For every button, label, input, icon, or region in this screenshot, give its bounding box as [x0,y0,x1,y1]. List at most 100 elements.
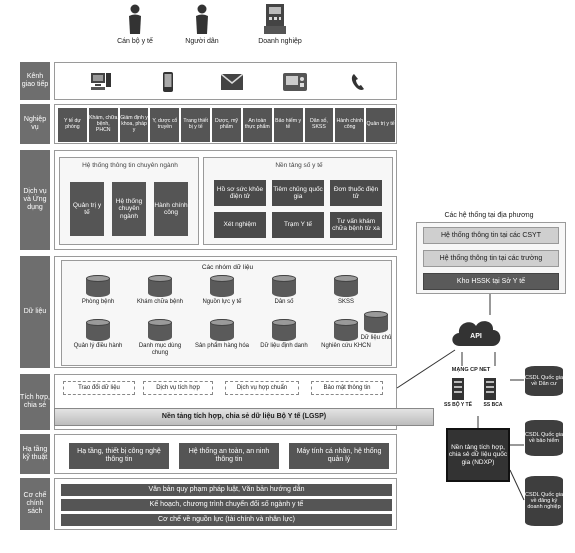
policy-item: Cơ chế về nguồn lực (tài chính và nhân l… [61,514,392,526]
database-cylinder-icon [148,275,172,297]
person-icon [128,4,142,39]
local-systems-title: Các hệ thống tại địa phương [444,212,534,220]
database-cylinder-icon [272,319,296,341]
data-group-label: SKSS [337,299,354,305]
channel-panel [54,62,397,100]
infra-item: Hạ tầng, thiết bị công nghệ thông tin [69,443,169,469]
database-cylinder-icon [210,319,234,341]
row-label-services: Dịch vụ và Ứng dụng [20,150,50,250]
mobile-phone-icon [163,72,173,97]
specialized-item: Hành chính công [154,182,188,236]
business-item: Giám định y khoa, pháp y [119,108,149,142]
data-groups-title: Các nhóm dữ liệu [201,264,254,272]
ndxp-box: Nền tảng tích hợp, chia sẻ dữ liệu quốc … [446,428,510,482]
specialized-systems-box: Hệ thống thông tin chuyên ngành Quản trị… [59,157,199,245]
policy-panel: Văn bản quy phạm pháp luật, Văn bản hướn… [54,478,397,530]
row-label-data: Dữ liệu [20,256,50,368]
business-item: Quản trị y tế [366,108,395,142]
business-item: Bảo hiểm y tế [273,108,303,142]
server-label-bca: SS BCA [483,402,503,409]
database-cylinder-icon [272,275,296,297]
specialized-title: Hệ thống thông tin chuyên ngành [82,162,178,170]
data-group-label: Quản lý điều hành [73,343,123,349]
national-db-insurance: CSDL Quốc gia về bảo hiểm [525,420,563,456]
database-cylinder-icon [210,275,234,297]
integration-service: Trao đổi dữ liệu [63,381,135,395]
data-groups-box: Các nhóm dữ liệu Phòng bệnh Khám chữa bện… [61,260,392,366]
infra-panel: Hạ tầng, thiết bị công nghệ thông tin Hệ… [54,434,397,474]
data-group-label: Nguồn lực y tế [202,299,242,305]
integration-service: Dịch vụ hợp chuẩn [225,381,299,395]
network-title: MẠNG CP NET [451,367,491,374]
kiosk-icon [283,73,307,96]
local-system-item: Kho HSSK tại Sở Y tế [423,273,559,290]
data-group-label: Sản phẩm hàng hóa [194,343,250,349]
business-item: Hành chính công [335,108,365,142]
row-label-business: Nghiệp vụ [20,104,50,144]
infra-item: Hệ thống an toàn, an ninh thông tin [179,443,279,469]
api-label: API [470,333,482,341]
row-label-integration: Tích hợp, chia sẻ [20,374,50,430]
telephone-icon [351,73,365,96]
services-panel: Hệ thống thông tin chuyên ngành Quản trị… [54,150,397,250]
platform-item: Đơn thuốc điện tử [330,180,382,206]
email-icon [220,73,244,95]
actors-row: Cán bộ y tế Người dân Doanh nghiệp [100,4,330,56]
data-group-label: Phòng bệnh [81,299,115,305]
row-label-channel: Kênh giao tiếp [20,62,50,100]
business-item: Y tế dự phòng [58,108,87,142]
platform-box: Nền tảng số y tế Hồ sơ sức khỏe điện tử … [203,157,393,245]
integration-service: Dịch vụ tích hợp [143,381,213,395]
data-group-label: Danh mục dùng chung [138,343,182,356]
desktop-computer-icon [91,73,111,96]
data-group-label: Nghiên cứu KHCN [321,343,371,349]
national-db-business: CSDL Quốc gia về đăng ký doanh nghiệp [525,476,563,526]
actor-label-staff: Cán bộ y tế [117,38,153,45]
database-cylinder-icon [334,275,358,297]
data-groups-items: Phòng bệnh Khám chữa bệnh Nguồn lực y tế Dâ… [62,261,393,367]
business-item: Trang thiết bị y tế [181,108,211,142]
business-item: An toàn thực phẩm [242,108,272,142]
data-group-label: Dữ liệu chủ [360,335,392,341]
platform-item: Xét nghiệm [214,212,266,238]
database-cylinder-icon [86,275,110,297]
data-group-label: Khám chữa bệnh [136,299,184,305]
data-group-label: Dân số [274,299,294,305]
row-label-policy: Cơ chế chính sách [20,478,50,530]
server-label-moh: SS BỘ Y TẾ [444,402,472,409]
national-db-population: CSDL Quốc gia về Dân cư [525,366,563,396]
lgsp-bar: Nền tảng tích hợp, chia sẻ dữ liệu Bộ Y … [54,408,434,426]
database-cylinder-icon [364,311,388,333]
server-icon [452,378,464,405]
platform-title: Nền tảng số y tế [275,162,323,170]
actor-label-citizen: Người dân [185,38,219,45]
data-panel: Các nhóm dữ liệu Phòng bệnh Khám chữa bện… [54,256,397,368]
platform-item: Tư vấn khám chữa bệnh từ xa [330,212,382,238]
actor-label-business: Doanh nghiệp [258,38,302,45]
policy-item: Kế hoạch, chương trình chuyển đổi số ngà… [61,499,392,511]
local-system-item: Hệ thống thông tin tại các CSYT [423,227,559,244]
database-cylinder-icon [148,319,172,341]
row-label-infra: Hạ tầng kỹ thuật [20,434,50,474]
data-group-label: Dữ liệu định danh [260,343,308,349]
database-cylinder-icon [334,319,358,341]
infra-item: Máy tính cá nhân, hệ thống quản lý [289,443,389,469]
business-person-icon [264,4,286,39]
database-cylinder-icon [86,319,110,341]
specialized-item: Hệ thống chuyên ngành [112,182,146,236]
business-item: Dân số, SKSS [304,108,334,142]
business-item: Khám, chữa bệnh, PHCN [88,108,118,142]
local-systems-box: Hệ thống thông tin tại các CSYT Hệ thống… [416,222,566,294]
business-item: Y, dược cổ truyền [150,108,180,142]
integration-service: Bảo mật thông tin [311,381,383,395]
business-item: Dược, mỹ phẩm [212,108,241,142]
server-icon [484,378,496,405]
platform-item: Trạm Y tế [272,212,324,238]
api-cloud-icon [448,314,504,352]
platform-item: Hồ sơ sức khỏe điện tử [214,180,266,206]
local-system-item: Hệ thống thông tin tại các trường [423,250,559,267]
policy-item: Văn bản quy phạm pháp luật, Văn bản hướn… [61,484,392,496]
specialized-item: Quản trị y tế [70,182,104,236]
